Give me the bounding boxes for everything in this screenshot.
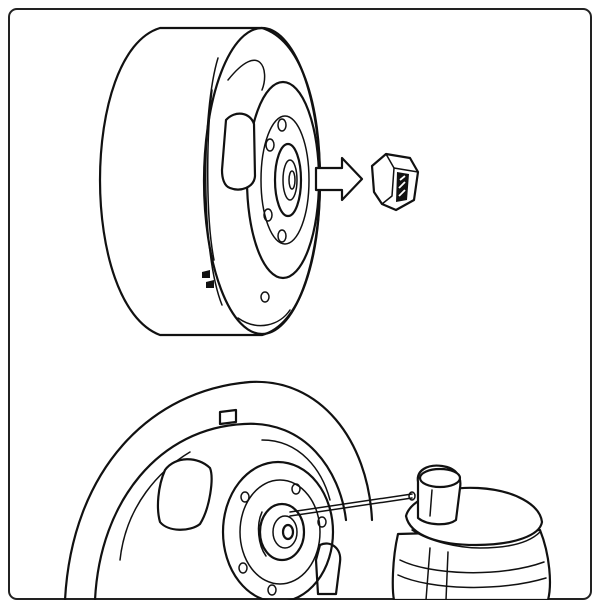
bolt-hole [265, 138, 275, 152]
thread-lines [398, 175, 406, 197]
can-highlight [425, 547, 431, 600]
rim-window [220, 112, 257, 191]
hub-center [272, 515, 298, 549]
nozzle-top [418, 467, 462, 489]
bolt-hole [267, 584, 277, 596]
hub [273, 142, 303, 218]
can-band [397, 574, 547, 589]
cap-highlight [429, 489, 433, 517]
direction-arrow [314, 156, 364, 202]
tire-inner [93, 422, 348, 600]
panel-remove-nut [98, 26, 420, 337]
tread-line [237, 309, 291, 327]
lug-nut [370, 152, 420, 212]
can-band [399, 559, 545, 574]
tread-line [206, 89, 215, 261]
axle-end [288, 170, 296, 190]
tread-line [261, 439, 331, 501]
spray-can [391, 464, 552, 600]
bolt-hole [263, 208, 273, 222]
valve-hole [260, 291, 270, 303]
spray-straw [289, 493, 413, 513]
tire-stud [218, 408, 238, 426]
tread-line [227, 59, 266, 91]
nut-thread [396, 172, 409, 202]
axle-end [281, 523, 295, 541]
hub-shadow [257, 511, 267, 557]
nut-edge [381, 153, 395, 205]
bolt-hole [317, 516, 327, 528]
bolt-hole [277, 229, 287, 243]
wheel-top [98, 26, 322, 337]
tread-line [119, 451, 191, 561]
tread-line [205, 57, 223, 306]
bolt-hole [240, 491, 250, 503]
bolt-hole [238, 562, 248, 574]
tire-mark [202, 270, 210, 278]
rim-window [314, 542, 342, 596]
bolt-hole [277, 118, 287, 132]
rim-outer [221, 460, 335, 600]
tire-outer [63, 380, 374, 600]
tire-mark [206, 280, 214, 288]
can-highlight [445, 551, 449, 600]
hub-center [282, 159, 298, 201]
wheel-bottom [63, 380, 374, 600]
can-rim [411, 529, 541, 549]
can-body [391, 528, 552, 600]
spray-straw [289, 497, 413, 517]
rim-inner [260, 115, 310, 245]
rim-inner [239, 479, 321, 585]
nut-edge [393, 167, 419, 173]
panel-spray-lubricant [63, 380, 552, 600]
rim-window [156, 458, 213, 531]
nozzle-tip [408, 491, 416, 501]
bolt-hole [291, 483, 301, 495]
